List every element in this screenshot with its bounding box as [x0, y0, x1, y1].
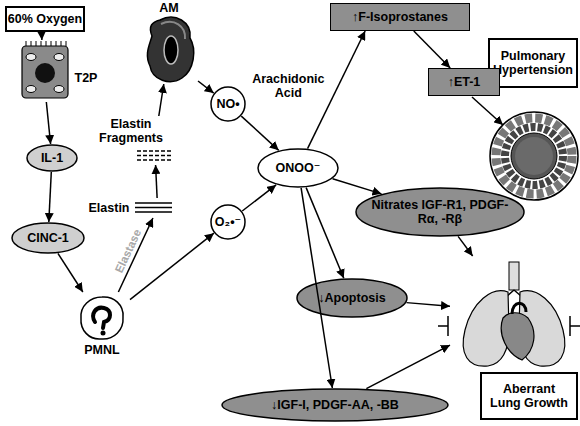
oxidant-ellipse: ONOO⁻ — [257, 148, 339, 188]
connector-arrow — [333, 179, 382, 194]
pneumocyte-node: T2P — [18, 40, 102, 102]
node-text: Elastin — [84, 200, 134, 216]
radical-circle: O₂•⁻ — [210, 204, 246, 240]
vessel-cells — [496, 118, 572, 194]
pneumocyte-cell — [22, 46, 68, 98]
lamellar-body — [26, 86, 36, 93]
trachea — [509, 262, 519, 290]
connector-arrow — [130, 233, 214, 299]
ellipse-shape — [258, 149, 338, 187]
connector-arrow — [308, 31, 366, 149]
ellipse-shape — [222, 389, 448, 421]
connector-arrow — [414, 31, 450, 68]
node-text: T2P — [70, 70, 102, 86]
node-text: PMNL — [74, 342, 130, 358]
lamellar-body — [54, 54, 64, 61]
lamellar-body — [54, 86, 64, 93]
connector-arrow — [46, 102, 50, 144]
cytokine-ellipse: IL-1 — [26, 144, 78, 172]
connector-arrow — [458, 236, 473, 256]
ellipse-shape — [211, 205, 245, 239]
node-text: AM — [140, 0, 198, 16]
lamellar-body — [26, 54, 36, 61]
cell-nucleus — [164, 36, 178, 64]
cell-nucleus — [35, 63, 55, 83]
connector-arrow — [41, 32, 43, 40]
effect-ellipse: Nitrates IGF-R1, PDGF-Rα, -Rβ — [355, 187, 525, 237]
outcome-label: Aberrant Lung Growth — [480, 372, 578, 420]
connector-arrow — [58, 253, 83, 292]
ellipse-shape — [211, 87, 245, 121]
inhibition-bar — [438, 316, 448, 336]
aorta — [512, 303, 526, 314]
neutrophil-cell — [81, 297, 123, 339]
stimulus-box: 60% Oxygen — [5, 6, 85, 32]
connector-arrow — [159, 84, 164, 116]
node-text: O₂•⁻ — [210, 204, 246, 240]
microvilli — [26, 41, 66, 46]
node-text: 60% Oxygen — [7, 8, 83, 30]
effect-ellipse: ↓Apoptosis — [296, 278, 408, 318]
mediator-box: ↑F-Isoprostanes — [330, 3, 470, 31]
edge-label: Elastase — [111, 227, 143, 275]
node-text: NO• — [210, 86, 246, 122]
node-text: Nitrates IGF-R1, PDGF-Rα, -Rβ — [355, 187, 525, 237]
macrophage-node: AM — [140, 0, 198, 84]
vessel-lumen — [515, 137, 553, 175]
nucleus-lobe — [101, 331, 106, 336]
vessel-lumen — [511, 133, 557, 179]
node-text: ↑F-Isoprostanes — [331, 4, 469, 30]
node-text: Pulmonary Hypertension — [490, 40, 576, 86]
fragment-node: Elastin Fragments — [92, 116, 176, 165]
connector-arrow — [49, 172, 52, 222]
node-text: ONOO⁻ — [257, 148, 339, 188]
node-text: ↓Apoptosis — [296, 278, 408, 318]
elastin-node: Elastin — [84, 198, 176, 218]
ellipse-shape — [12, 223, 84, 253]
lobed-nucleus — [93, 308, 110, 328]
connector-arrow — [406, 303, 450, 307]
neutrophil-node: PMNL — [74, 292, 130, 358]
edge-label: Arachidonic Acid — [250, 72, 326, 100]
connector-arrow — [242, 185, 276, 211]
connector-arrow — [306, 188, 344, 279]
connector-arrow — [241, 116, 278, 150]
node-text: ↑ET-1 — [429, 69, 499, 95]
elastin-fibers — [135, 203, 172, 212]
vessel-cells — [505, 127, 563, 185]
cytokine-ellipse: CINC-1 — [11, 222, 85, 254]
connector-arrow — [366, 345, 450, 389]
leader-arrow — [472, 97, 503, 125]
ellipse-shape — [297, 279, 407, 317]
node-text: IL-1 — [26, 144, 78, 172]
connector-arrow — [198, 81, 214, 93]
ellipse-shape — [27, 145, 77, 171]
node-text: Elastin Fragments — [96, 116, 166, 146]
outcome-box: Pulmonary Hypertension — [488, 38, 578, 88]
vessel-wall — [490, 112, 578, 200]
effect-ellipse: ↓IGF-I, PDGF-AA, -BB — [221, 388, 449, 422]
macrophage-cell — [147, 17, 193, 81]
elastin-fragments — [137, 151, 172, 160]
node-text: ↓IGF-I, PDGF-AA, -BB — [221, 388, 449, 422]
connector-arrow — [156, 165, 158, 198]
inhibition-bar — [570, 316, 580, 336]
radical-circle: NO• — [210, 86, 246, 122]
node-text: CINC-1 — [11, 222, 85, 254]
lung-outcome-node: Aberrant Lung Growth — [450, 256, 578, 420]
ellipse-shape — [356, 188, 524, 236]
heart — [501, 313, 534, 360]
mediator-box: ↑ET-1 — [428, 68, 500, 96]
